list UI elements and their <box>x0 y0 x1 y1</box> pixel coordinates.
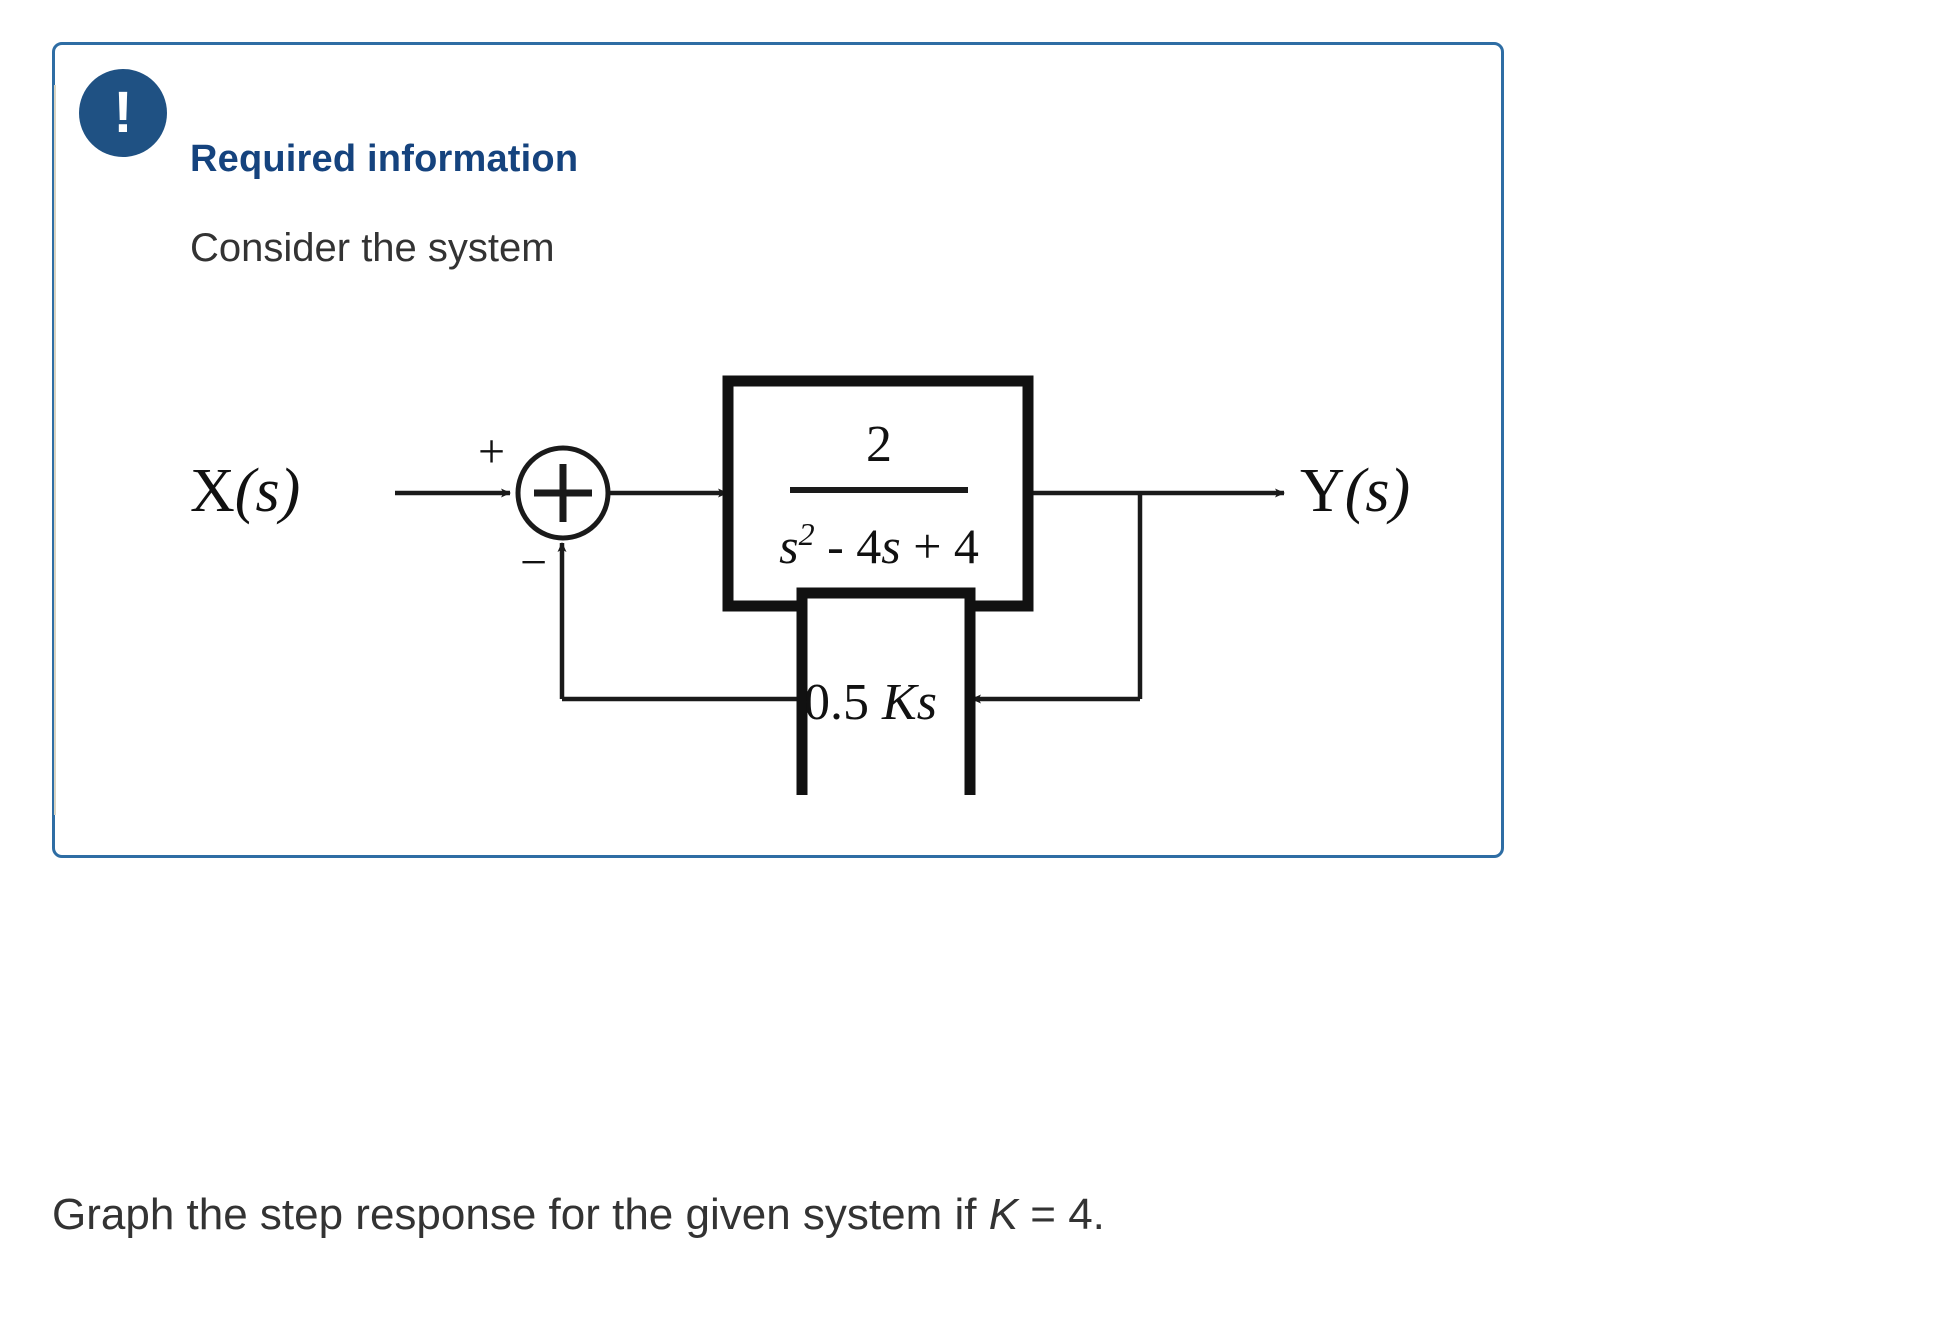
summing-junction <box>515 445 611 541</box>
fb-num: 0.5 <box>804 674 882 731</box>
exclamation-glyph: ! <box>113 80 133 145</box>
prompt-equals: = 4. <box>1018 1190 1105 1239</box>
card-subtitle: Consider the system <box>190 226 555 270</box>
prompt-symbol: K <box>988 1190 1019 1239</box>
forward-numerator: 2 <box>866 416 892 473</box>
den-rest: - 4 <box>815 518 882 574</box>
exclamation-icon: ! <box>79 69 167 157</box>
sum-plus-label: + <box>478 425 505 478</box>
fb-var: s <box>917 674 937 731</box>
feedback-gain-block <box>796 587 976 795</box>
fb-gain: K <box>881 674 919 731</box>
output-label: Y(s) <box>1300 457 1410 525</box>
den-s: s <box>779 518 798 574</box>
card-title: Required information <box>190 138 579 180</box>
prompt-lead: Graph the step response for the given sy… <box>52 1190 989 1239</box>
feedback-control-block-diagram: X(s) Y(s) + − 2 s2 - 4s + 4 0.5 Ks <box>190 335 1480 795</box>
sum-minus-label: − <box>520 536 547 589</box>
required-information-card: ! Required information Consider the syst… <box>52 42 1504 858</box>
forward-transfer-function-block <box>722 375 1034 612</box>
den-exp: 2 <box>799 516 815 552</box>
question-prompt: Graph the step response for the given sy… <box>52 1190 1105 1240</box>
input-label: X(s) <box>190 457 300 525</box>
feedback-gain-label: 0.5 Ks <box>804 674 937 731</box>
forward-denominator: s2 - 4s + 4 <box>779 516 979 574</box>
